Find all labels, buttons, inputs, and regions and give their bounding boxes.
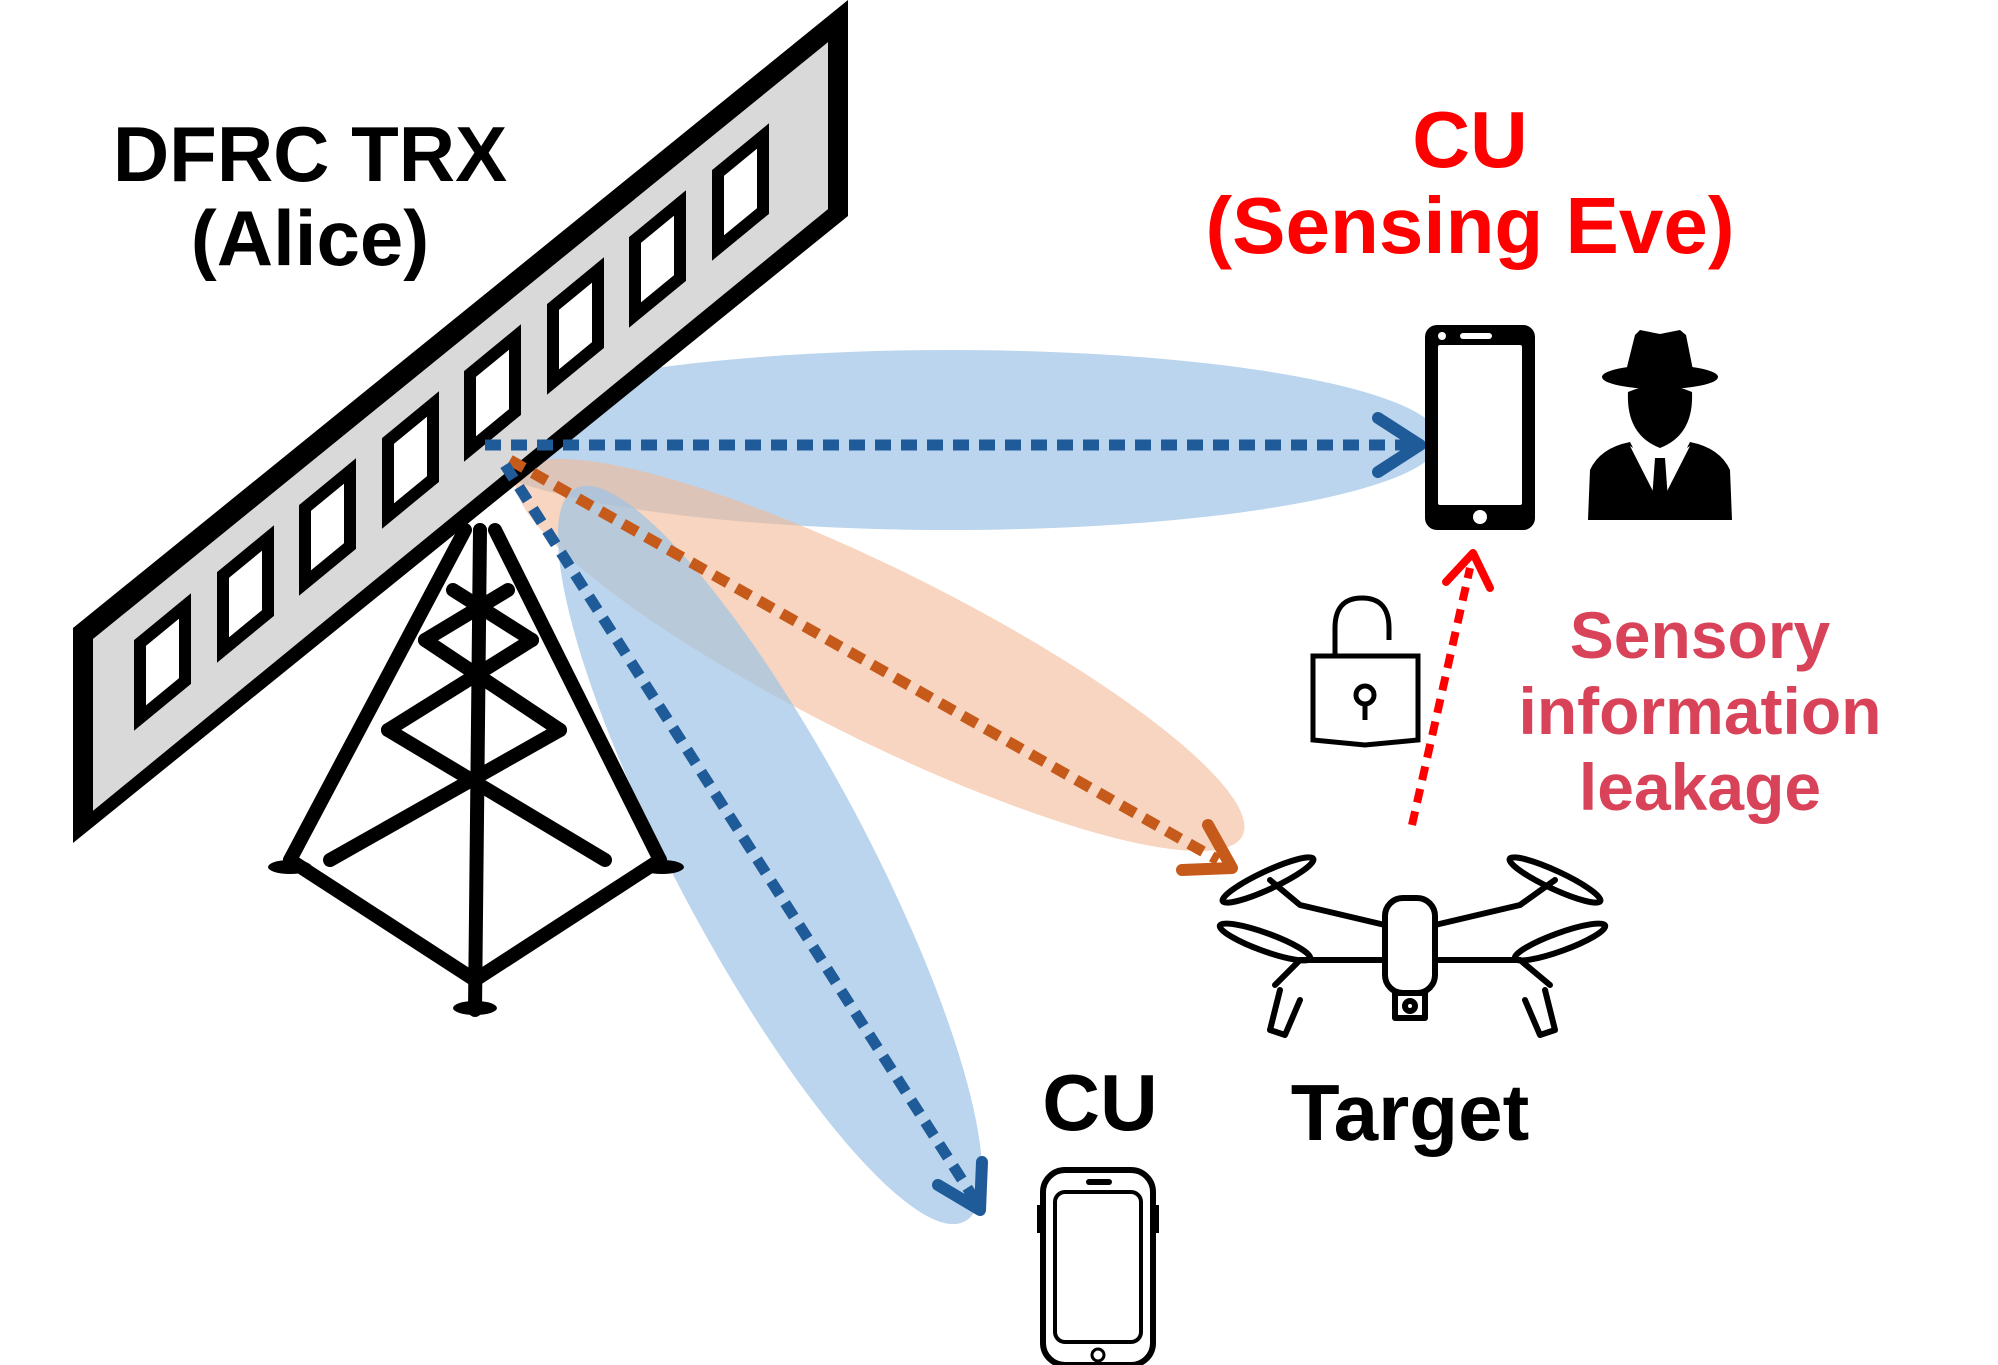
transmitter-label-line2: (Alice) — [190, 194, 430, 283]
cu-phone-icon — [1037, 1167, 1159, 1365]
comm-arrow-eve-head — [1372, 412, 1426, 478]
comm-arrow-cu — [500, 462, 980, 1203]
tower-lattice — [283, 523, 667, 1017]
sensing-arrow-target — [507, 455, 1221, 865]
eve-phone-icon — [1425, 325, 1535, 530]
leakage-label: Sensory information leakage — [1470, 598, 1930, 826]
cu-label: CU — [1042, 1058, 1158, 1147]
base-station-tower — [73, 0, 848, 1017]
sensing-beam-target — [515, 458, 1245, 852]
comm-beam-eve — [460, 350, 1440, 530]
leakage-label-line1: Sensory — [1569, 598, 1831, 672]
eve-label-line2: (Sensing Eve) — [1205, 181, 1735, 271]
eve-label-line1: CU — [1412, 95, 1528, 184]
leakage-label-line3: leakage — [1578, 749, 1822, 824]
transmitter-label-line1: DFRC TRX — [112, 110, 508, 198]
sensing-arrow-target-head — [1176, 819, 1238, 876]
eve-label: CU (Sensing Eve) — [1150, 95, 1790, 271]
antenna-elements — [134, 123, 769, 731]
leakage-label-line2: information — [1518, 673, 1882, 748]
tower-feet — [268, 860, 684, 1015]
drone-icon — [1216, 854, 1609, 1038]
unlocked-padlock-icon — [1310, 595, 1421, 748]
antenna-panel — [73, 0, 848, 843]
leakage-arrow — [1408, 567, 1474, 826]
spy-icon — [1588, 330, 1732, 520]
comm-arrow-cu-head — [932, 1156, 988, 1216]
leakage-arrow-head — [1442, 549, 1494, 592]
arrows — [485, 412, 1494, 1216]
transmitter-label: DFRC TRX (Alice) — [95, 110, 525, 283]
target-label: Target — [1290, 1068, 1530, 1157]
